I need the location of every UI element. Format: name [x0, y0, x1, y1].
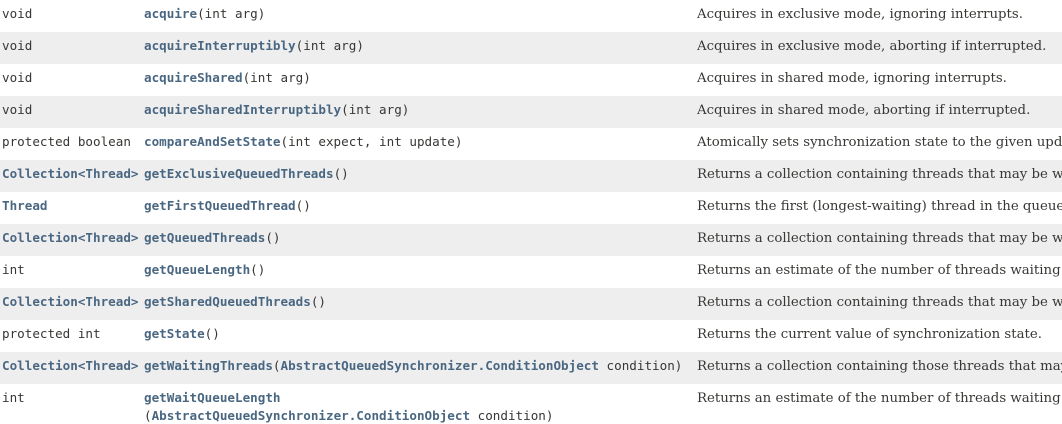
method-link-compareAndSetState[interactable]: compareAndSetState — [144, 134, 281, 149]
type-link-thread[interactable]: Thread — [2, 198, 48, 213]
method-params: () — [310, 294, 326, 309]
method-link-acquire[interactable]: acquire — [144, 6, 198, 21]
type-link-thread[interactable]: <Thread> — [77, 294, 139, 309]
method-description: Acquires in exclusive mode, ignoring int… — [697, 7, 1023, 22]
table-row: int getQueueLength() Returns an estimate… — [0, 256, 1062, 288]
table-row: void acquireSharedInterruptibly(int arg)… — [0, 96, 1062, 128]
method-signature: acquireInterruptibly(int arg) — [144, 38, 364, 53]
method-signature: getSharedQueuedThreads() — [144, 294, 326, 309]
table-row: Collection<Thread> getQueuedThreads() Re… — [0, 224, 1062, 256]
method-link-getSharedQueuedThreads[interactable]: getSharedQueuedThreads — [144, 294, 311, 309]
table-row: Collection<Thread> getExclusiveQueuedThr… — [0, 160, 1062, 192]
type-link-thread[interactable]: <Thread> — [77, 166, 139, 181]
method-signature: acquireShared(int arg) — [144, 70, 311, 85]
method-link-getWaitQueueLength[interactable]: getWaitQueueLength — [144, 390, 281, 405]
modifier-type: void — [2, 102, 33, 117]
method-description: Acquires in exclusive mode, aborting if … — [697, 39, 1047, 54]
method-params: () — [204, 326, 220, 341]
method-description: Returns a collection containing threads … — [697, 295, 1062, 310]
type-link-collection[interactable]: Collection — [2, 294, 78, 309]
method-description: Returns the first (longest-waiting) thre… — [697, 199, 1062, 214]
modifier-type: void — [2, 70, 33, 85]
modifier-type: protected int — [2, 326, 101, 341]
method-params: (int arg) — [242, 70, 311, 85]
method-description: Acquires in shared mode, ignoring interr… — [697, 71, 1007, 86]
method-signature: getState() — [144, 326, 220, 341]
method-signature: getQueuedThreads() — [144, 230, 281, 245]
table-row: void acquireShared(int arg) Acquires in … — [0, 64, 1062, 96]
method-link-getQueuedThreads[interactable]: getQueuedThreads — [144, 230, 266, 245]
method-params-open: ( — [272, 358, 281, 373]
modifier-type: Collection<Thread> — [2, 230, 139, 245]
method-description: Returns a collection containing threads … — [697, 167, 1062, 182]
type-link-thread[interactable]: <Thread> — [77, 358, 139, 373]
modifier-type: void — [2, 38, 33, 53]
modifier-type: Thread — [2, 198, 48, 213]
type-link-thread[interactable]: <Thread> — [77, 230, 139, 245]
method-description: Acquires in shared mode, aborting if int… — [697, 103, 1031, 118]
modifier-type: void — [2, 6, 33, 21]
method-link-getQueueLength[interactable]: getQueueLength — [144, 262, 251, 277]
modifier-type: Collection<Thread> — [2, 166, 139, 181]
method-params: (int arg) — [295, 38, 364, 53]
table-row: protected int getState() Returns the cur… — [0, 320, 1062, 352]
method-params-line: (AbstractQueuedSynchronizer.ConditionObj… — [144, 408, 553, 423]
method-signature: acquireSharedInterruptibly(int arg) — [144, 102, 409, 117]
method-params: (int expect, int update) — [280, 134, 463, 149]
method-link-getState[interactable]: getState — [144, 326, 205, 341]
method-link-acquireShared[interactable]: acquireShared — [144, 70, 243, 85]
type-link-condition-object[interactable]: AbstractQueuedSynchronizer.ConditionObje… — [280, 358, 599, 373]
method-params-close: condition) — [598, 358, 683, 373]
method-link-getWaitingThreads[interactable]: getWaitingThreads — [144, 358, 273, 373]
method-params: () — [333, 166, 349, 181]
method-description: Atomically sets synchronization state to… — [697, 135, 1062, 150]
type-link-collection[interactable]: Collection — [2, 230, 78, 245]
method-link-getExclusiveQueuedThreads[interactable]: getExclusiveQueuedThreads — [144, 166, 334, 181]
method-params: () — [250, 262, 266, 277]
method-description: Returns an estimate of the number of thr… — [697, 391, 1062, 406]
modifier-type: int — [2, 390, 25, 405]
method-params: (int arg) — [197, 6, 266, 21]
method-signature: getWaitingThreads(AbstractQueuedSynchron… — [144, 358, 682, 373]
modifier-type: int — [2, 262, 25, 277]
method-signature: acquire(int arg) — [144, 6, 265, 21]
type-link-collection[interactable]: Collection — [2, 166, 78, 181]
table-row: void acquireInterruptibly(int arg) Acqui… — [0, 32, 1062, 64]
method-description: Returns the current value of synchroniza… — [697, 327, 1042, 342]
method-params: () — [265, 230, 281, 245]
method-signature: getQueueLength() — [144, 262, 265, 277]
method-description: Returns a collection containing threads … — [697, 231, 1062, 246]
method-signature: getExclusiveQueuedThreads() — [144, 166, 349, 181]
method-params: (int arg) — [341, 102, 410, 117]
method-description: Returns an estimate of the number of thr… — [697, 263, 1062, 278]
table-row: Collection<Thread> getSharedQueuedThread… — [0, 288, 1062, 320]
method-description: Returns a collection containing those th… — [697, 359, 1062, 374]
type-link-condition-object[interactable]: AbstractQueuedSynchronizer.ConditionObje… — [151, 408, 471, 423]
method-signature: compareAndSetState(int expect, int updat… — [144, 134, 462, 149]
table-row: Collection<Thread> getWaitingThreads(Abs… — [0, 352, 1062, 384]
method-signature: getFirstQueuedThread() — [144, 198, 311, 213]
method-params: () — [295, 198, 311, 213]
method-link-acquireInterruptibly[interactable]: acquireInterruptibly — [144, 38, 296, 53]
modifier-type: Collection<Thread> — [2, 294, 139, 309]
method-link-acquireSharedInterruptibly[interactable]: acquireSharedInterruptibly — [144, 102, 342, 117]
table-row: void acquire(int arg) Acquires in exclus… — [0, 0, 1062, 32]
table-row: protected boolean compareAndSetState(int… — [0, 128, 1062, 160]
modifier-type: protected boolean — [2, 134, 131, 149]
method-params-open: ( — [144, 408, 152, 423]
method-link-getFirstQueuedThread[interactable]: getFirstQueuedThread — [144, 198, 296, 213]
table-row: int getWaitQueueLength (AbstractQueuedSyn… — [0, 384, 1062, 424]
modifier-type: Collection<Thread> — [2, 358, 139, 373]
type-link-collection[interactable]: Collection — [2, 358, 78, 373]
method-params-close: condition) — [470, 408, 554, 423]
method-signature: getWaitQueueLength (AbstractQueuedSynchro… — [144, 390, 553, 423]
table-row: Thread getFirstQueuedThread() Returns th… — [0, 192, 1062, 224]
